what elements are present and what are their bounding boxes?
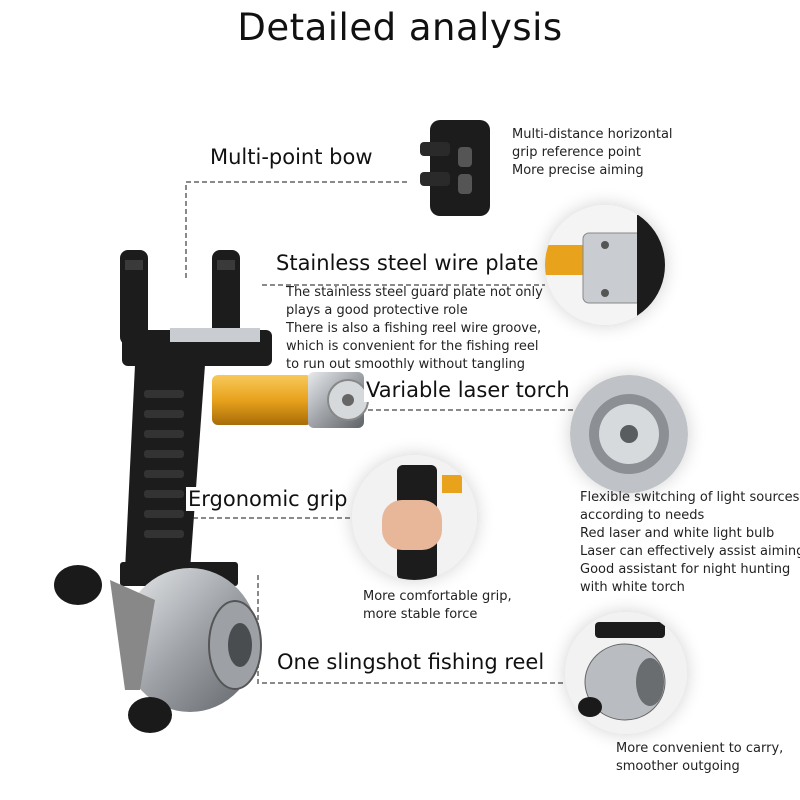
- grip-detail-image: [352, 455, 477, 580]
- reel-description: More convenient to carry, smoother outgo…: [616, 741, 784, 774]
- bow-closeup-icon: [420, 120, 490, 216]
- reel-leader-line: [257, 575, 570, 684]
- plate-detail-image: [545, 205, 665, 325]
- plate-label: Stainless steel wire plate: [274, 251, 541, 275]
- slingshot-product-image: [54, 250, 369, 733]
- torch-detail-image: [570, 375, 688, 493]
- bow-label: Multi-point bow: [208, 145, 375, 169]
- torch-closeup-icon: [570, 375, 688, 493]
- bow-detail-image: [410, 112, 506, 220]
- reel-label: One slingshot fishing reel: [275, 650, 547, 674]
- reel-detail-image: [565, 612, 687, 734]
- page-title: Detailed analysis: [237, 6, 563, 49]
- grip-label: Ergonomic grip: [186, 487, 350, 511]
- hand-grip-icon: [352, 455, 477, 580]
- torch-label: Variable laser torch: [364, 378, 572, 402]
- torch-description: Flexible switching of light sources acco…: [580, 490, 800, 595]
- bow-description: Multi-distance horizontal grip reference…: [512, 127, 673, 178]
- reel-closeup-icon: [565, 612, 687, 734]
- plate-closeup-icon: [545, 205, 665, 325]
- bow-leader-line: [185, 181, 410, 278]
- plate-description: The stainless steel guard plate not only…: [286, 285, 543, 372]
- grip-description: More comfortable grip, more stable force: [363, 589, 512, 622]
